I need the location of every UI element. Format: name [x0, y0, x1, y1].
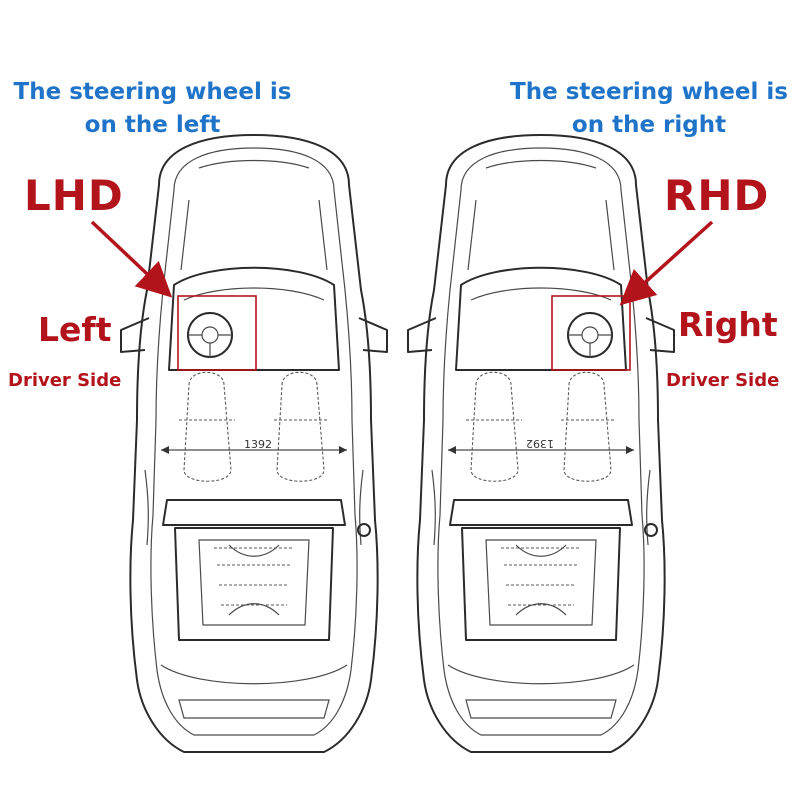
rhd-arrow [619, 220, 714, 306]
left-dimension-label: 1392 [244, 438, 272, 451]
left-caption-line2: on the left [84, 112, 221, 138]
right-caption-line2: on the right [571, 112, 727, 138]
lhd-arrow [90, 220, 173, 298]
left-caption-line1: The steering wheel is [13, 79, 292, 105]
left-driver-side-label: Driver Side [8, 370, 122, 391]
right-driver-side-label: Driver Side [666, 370, 780, 391]
right-side-label: Right [678, 305, 778, 344]
right-car-outline: 1392 [407, 134, 675, 753]
left-car-outline: 1392 [120, 134, 388, 753]
lhd-label: LHD [24, 171, 124, 220]
right-caption: The steering wheel is on the right [498, 76, 800, 142]
right-driver-highlight-box [551, 295, 631, 371]
rhd-label: RHD [664, 171, 770, 220]
left-driver-highlight-box [177, 295, 257, 371]
left-caption: The steering wheel is on the left [0, 76, 305, 142]
left-side-label: Left [38, 310, 112, 349]
right-caption-line1: The steering wheel is [510, 79, 788, 105]
right-dimension-label: 1392 [526, 437, 554, 450]
